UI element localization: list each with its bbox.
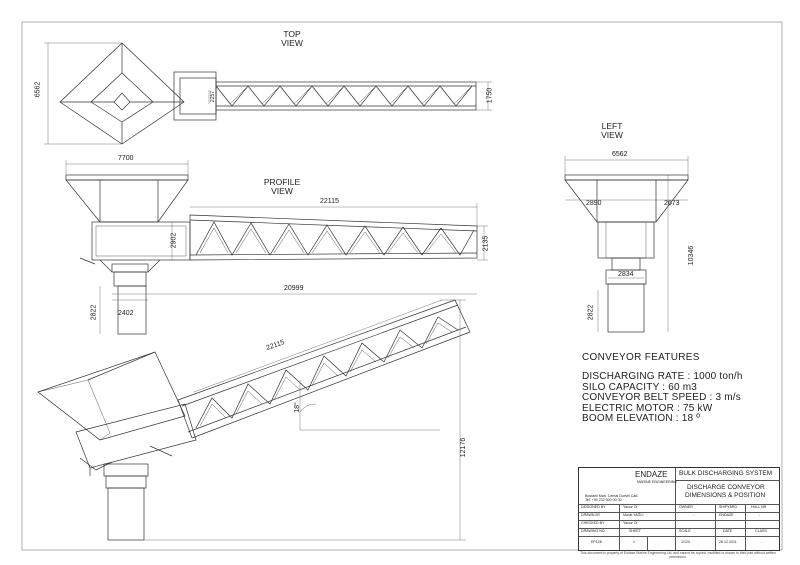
sheet-label: SHEET: [629, 529, 641, 533]
scale-value: 1/120: [681, 540, 690, 544]
top-dim-width-small: 1750: [486, 87, 494, 104]
company-phone: Tel: +90 232 000 00 00: [585, 498, 622, 502]
owner-label: OWNER: [679, 505, 693, 509]
drawing-title-2: DIMENSIONS & POSITION: [685, 492, 766, 499]
hull-no-label: HULL NR: [751, 505, 767, 509]
title-block: ENDAZE MARINE ENGINEERING Bostanli Mah. …: [578, 467, 780, 551]
company-subtitle: MARINE ENGINEERING: [637, 480, 678, 484]
features-list: DISCHARGING RATE : 1000 ton/h SILO CAPAC…: [582, 372, 743, 424]
shipyard-value: ENDAZE: [719, 513, 734, 517]
feature-silo-capacity: SILO CAPACITY : 60 m3: [582, 381, 697, 393]
hull-no-value: -: [759, 513, 761, 517]
company-address: Bostanli Mah. Cemal Gursel Cad.: [585, 494, 639, 498]
features-title: CONVEYOR FEATURES: [582, 352, 700, 363]
iso-view-dimensions: [144, 299, 466, 541]
top-dim-inner: 2257: [210, 90, 217, 103]
date-value: 26.12.2011: [719, 540, 737, 544]
iso-dim-total-height: 12176: [460, 437, 468, 458]
checked-by-label: CHECKED BY: [581, 521, 605, 525]
left-view-drawing: [564, 174, 689, 333]
drawing-title-1: DISCHARGE CONVEYOR: [687, 484, 765, 491]
feature-boom-elevation: BOOM ELEVATION : 18 º: [582, 413, 701, 424]
top-dim-height: 6562: [34, 81, 42, 98]
profile-dim-boom-length: 22115: [320, 198, 339, 205]
left-view-dimensions: [564, 156, 689, 332]
drawn-by-label: DRAWN BY: [581, 513, 601, 517]
iso-view-drawing: [37, 299, 471, 541]
feature-belt-speed: CONVEYOR BELT SPEED : 3 m/s: [582, 392, 741, 403]
feature-electric-motor: ELECTRIC MOTOR : 75 kW: [582, 402, 713, 414]
left-dim-right: 2673: [664, 200, 680, 207]
class-value: -: [761, 540, 763, 544]
owner-value: -: [693, 513, 695, 517]
company-name: ENDAZE: [635, 470, 668, 479]
profile-dim-base-width: 2402: [118, 310, 134, 317]
left-dim-base: 2834: [618, 271, 634, 278]
top-view-drawing: [59, 42, 477, 145]
profile-view-drawing: [65, 174, 478, 335]
iso-dim-angle: 18°: [293, 402, 301, 413]
class-label: CLASS: [755, 529, 767, 533]
sheet-border: [21, 21, 783, 551]
left-dim-total-height: 10346: [688, 245, 696, 266]
date-label: DATE: [723, 529, 733, 533]
project-title: BULK DISCHARGING SYSTEM: [679, 470, 773, 477]
left-dim-base-height: 2822: [587, 304, 595, 321]
profile-dim-total-length: 20999: [284, 285, 304, 292]
drawing-no-value: EP128: [591, 540, 602, 544]
profile-dim-boom-height: 2135: [482, 235, 490, 252]
scale-label: SCALE: [679, 529, 691, 533]
copyright-footnote: This document is property of Endaze Mari…: [580, 551, 776, 559]
left-dim-left: 2890: [586, 200, 602, 207]
checked-by-value: Yavuz Ol: [623, 521, 638, 525]
profile-dim-hopper-width: 7700: [118, 155, 134, 162]
designed-by-label: DESIGNED BY: [581, 505, 606, 509]
sheet-value: 1: [633, 540, 635, 544]
drawing-no-label: DRAWING NO: [581, 529, 605, 533]
drawn-by-value: Murat YAĞLI: [623, 513, 644, 517]
profile-dim-base-height: 2822: [90, 304, 98, 321]
designed-by-value: Yavuz Ol: [623, 505, 638, 509]
profile-view-dimensions: [65, 160, 488, 334]
feature-discharging-rate: DISCHARGING RATE : 1000 ton/h: [582, 371, 743, 382]
shipyard-label: SHIPYARD: [719, 505, 738, 509]
left-dim-width: 6562: [612, 151, 628, 158]
profile-dim-hopper-drop: 2902: [170, 232, 178, 249]
top-view-dimensions: [44, 42, 492, 145]
